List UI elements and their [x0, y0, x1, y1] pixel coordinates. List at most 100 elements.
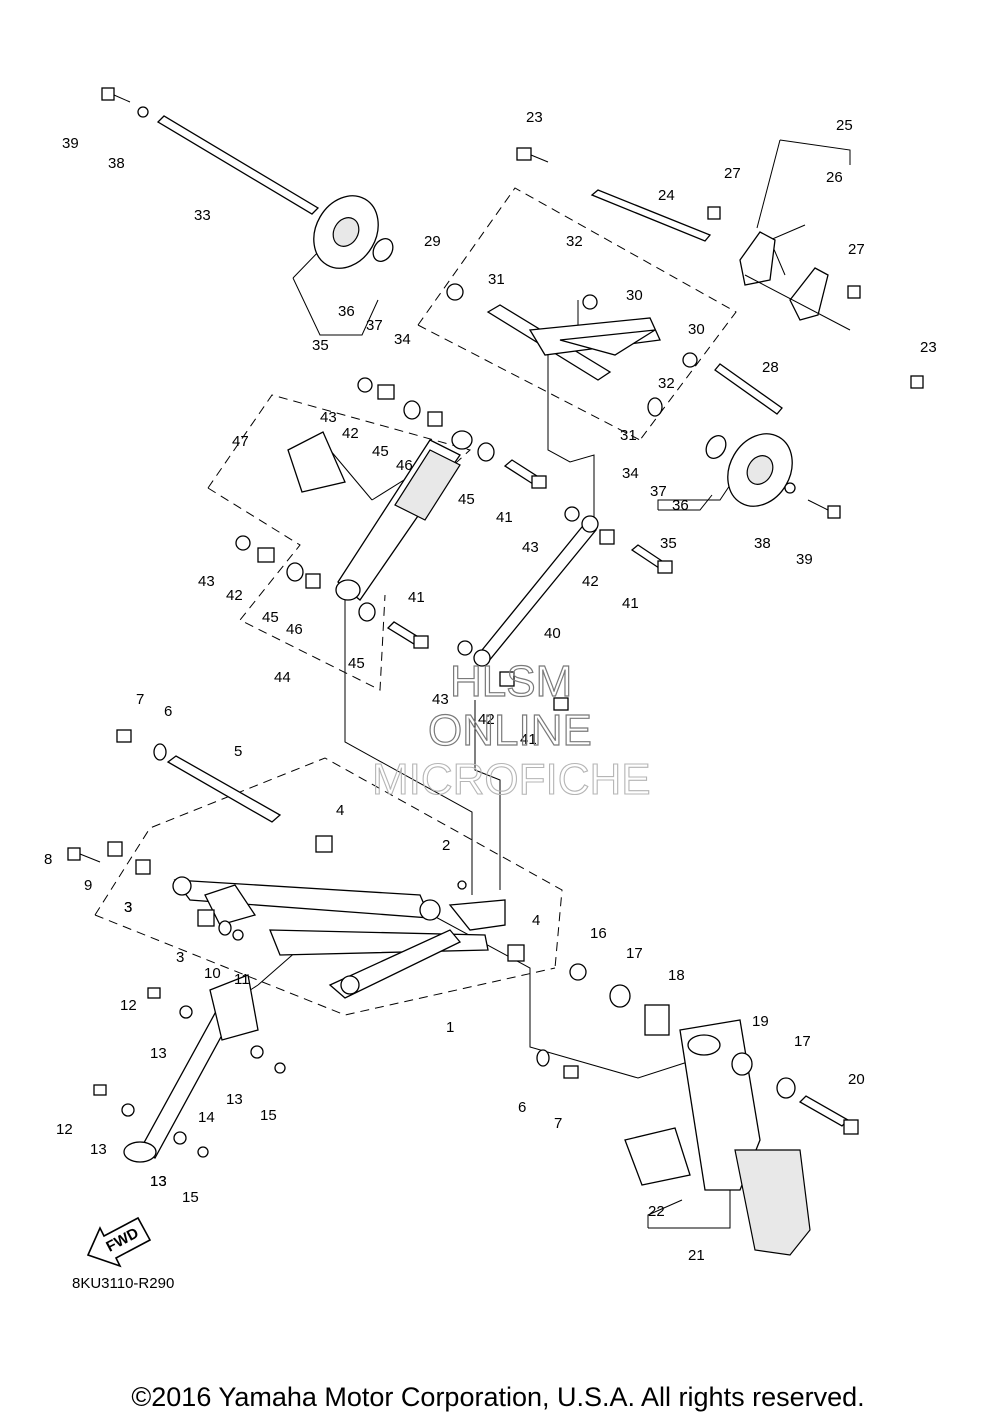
callout-22: 22: [648, 1203, 665, 1220]
callout-44: 44: [274, 669, 291, 686]
watermark-line1: HLSM: [450, 657, 572, 706]
rear-shock-46: [287, 430, 473, 601]
callout-45a: 45: [372, 443, 389, 460]
link-rod-40: [473, 515, 599, 667]
callout-17a: 17: [626, 945, 643, 962]
callout-12a: 12: [120, 997, 137, 1014]
callout-20: 20: [848, 1071, 865, 1088]
callout-17b: 17: [794, 1033, 811, 1050]
callout-13b: 13: [226, 1091, 243, 1108]
callout-47: 47: [232, 433, 249, 450]
bolts-41: [386, 459, 673, 711]
callout-35a: 35: [312, 337, 329, 354]
front-arm-29: [446, 283, 841, 519]
watermark-line2: ONLINE: [428, 706, 592, 755]
callout-40: 40: [544, 625, 561, 642]
part-number-labels: 1 2 3 3 3 4 4 5 6 6 7 7 8 9 10 11 12 12 …: [44, 109, 937, 1264]
callout-30b: 30: [688, 321, 705, 338]
callout-6b: 6: [518, 1099, 526, 1116]
callout-43d: 43: [432, 691, 449, 708]
callout-35b: 35: [660, 535, 677, 552]
callout-26: 26: [826, 169, 843, 186]
callout-31a: 31: [488, 271, 505, 288]
shaft-5-and-bolts: [67, 729, 333, 875]
callout-8: 8: [44, 851, 52, 868]
callout-13d: 13: [150, 1173, 167, 1190]
callout-37a: 37: [366, 317, 383, 334]
callout-41a: 41: [496, 509, 513, 526]
callout-3a: 3: [124, 899, 132, 916]
bushings-42-45: [235, 377, 615, 687]
callout-43a: 43: [320, 409, 337, 426]
callout-13f: 13: [150, 1173, 167, 1190]
callout-43b: 43: [198, 573, 215, 590]
callout-4b: 4: [532, 912, 540, 929]
callout-3d: 3: [124, 899, 132, 916]
callout-41c: 41: [408, 589, 425, 606]
callout-15a: 15: [260, 1107, 277, 1124]
callout-33: 33: [194, 207, 211, 224]
callout-32b: 32: [658, 375, 675, 392]
callout-12b: 12: [56, 1121, 73, 1138]
callout-16: 16: [590, 925, 607, 942]
callout-41b: 41: [622, 595, 639, 612]
copyright-notice: ©2016 Yamaha Motor Corporation, U.S.A. A…: [131, 1382, 864, 1412]
group-boundaries: [94, 187, 737, 1016]
callout-42c: 42: [582, 573, 599, 590]
callout-42a: 42: [342, 425, 359, 442]
callout-2: 2: [442, 837, 450, 854]
callout-25: 25: [836, 117, 853, 134]
callout-31b: 31: [620, 427, 637, 444]
bolt-39-left: [101, 87, 149, 118]
callout-10: 10: [204, 965, 221, 982]
callout-29: 29: [424, 233, 441, 250]
callout-13a: 13: [150, 1045, 167, 1062]
callout-4a: 4: [336, 802, 344, 819]
callout-21: 21: [688, 1247, 705, 1264]
callout-27b: 27: [848, 241, 865, 258]
callout-42d: 42: [478, 711, 495, 728]
callout-45b: 45: [458, 491, 475, 508]
callout-43c: 43: [522, 539, 539, 556]
callout-45d: 45: [348, 655, 365, 672]
callout-15b: 15: [182, 1189, 199, 1206]
callout-27a: 27: [724, 165, 741, 182]
callout-18: 18: [668, 967, 685, 984]
callout-39a: 39: [62, 135, 79, 152]
callout-14: 14: [198, 1109, 215, 1126]
axle-33: [156, 115, 394, 269]
rear-arm-1: [172, 876, 525, 999]
callout-36b: 36: [672, 497, 689, 514]
callout-7b: 7: [554, 1115, 562, 1132]
watermark: HLSM ONLINE MICROFICHE: [371, 656, 651, 804]
callout-23b: 23: [920, 339, 937, 356]
callout-46b: 46: [286, 621, 303, 638]
callout-30a: 30: [626, 287, 643, 304]
callout-32a: 32: [566, 233, 583, 250]
callout-39b: 39: [796, 551, 813, 568]
callout-34a: 34: [394, 331, 411, 348]
callout-37b: 37: [650, 483, 667, 500]
callout-38b: 38: [754, 535, 771, 552]
watermark-line3: MICROFICHE: [372, 755, 651, 804]
callout-5: 5: [234, 743, 242, 760]
callout-42b: 42: [226, 587, 243, 604]
callout-41d: 41: [520, 731, 537, 748]
callout-6a: 6: [164, 703, 172, 720]
callout-38a: 38: [108, 155, 125, 172]
fwd-arrow-icon: FWD: [86, 1216, 152, 1268]
callout-46a: 46: [396, 457, 413, 474]
strap-14: [93, 974, 286, 1163]
callout-1: 1: [446, 1019, 454, 1036]
callout-28: 28: [762, 359, 779, 376]
front-shock-21: [536, 963, 859, 1256]
callout-23a: 23: [526, 109, 543, 126]
callout-3b: 3: [176, 949, 184, 966]
drawing-code: 8KU3110-R290: [72, 1275, 174, 1292]
callout-45c: 45: [262, 609, 279, 626]
callout-36a: 36: [338, 303, 355, 320]
callout-34b: 34: [622, 465, 639, 482]
callout-24: 24: [658, 187, 675, 204]
callout-13c: 13: [90, 1141, 107, 1158]
